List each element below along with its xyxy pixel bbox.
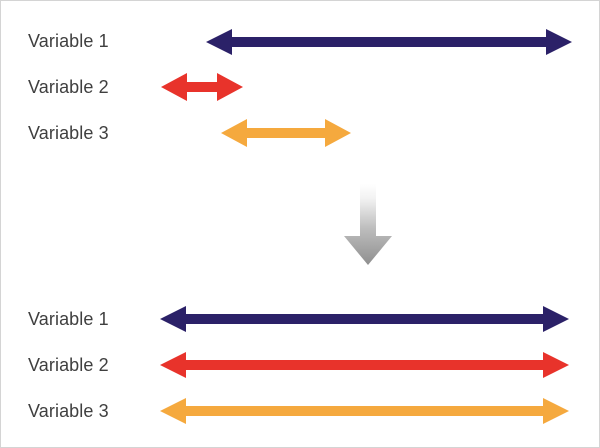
top-arrow-variable-2: [161, 73, 243, 101]
top-label-variable-1: Variable 1: [28, 31, 109, 51]
bottom-label-variable-3: Variable 3: [28, 401, 109, 421]
bottom-arrow-variable-1: [160, 306, 569, 332]
down-arrow-icon: [344, 184, 392, 265]
top-arrow-variable-3: [221, 119, 351, 147]
top-label-variable-2: Variable 2: [28, 77, 109, 97]
top-arrow-variable-1: [206, 29, 572, 55]
bottom-arrow-variable-2: [160, 352, 569, 378]
bottom-label-variable-2: Variable 2: [28, 355, 109, 375]
top-label-variable-3: Variable 3: [28, 123, 109, 143]
bottom-label-variable-1: Variable 1: [28, 309, 109, 329]
bottom-arrow-variable-3: [160, 398, 569, 424]
